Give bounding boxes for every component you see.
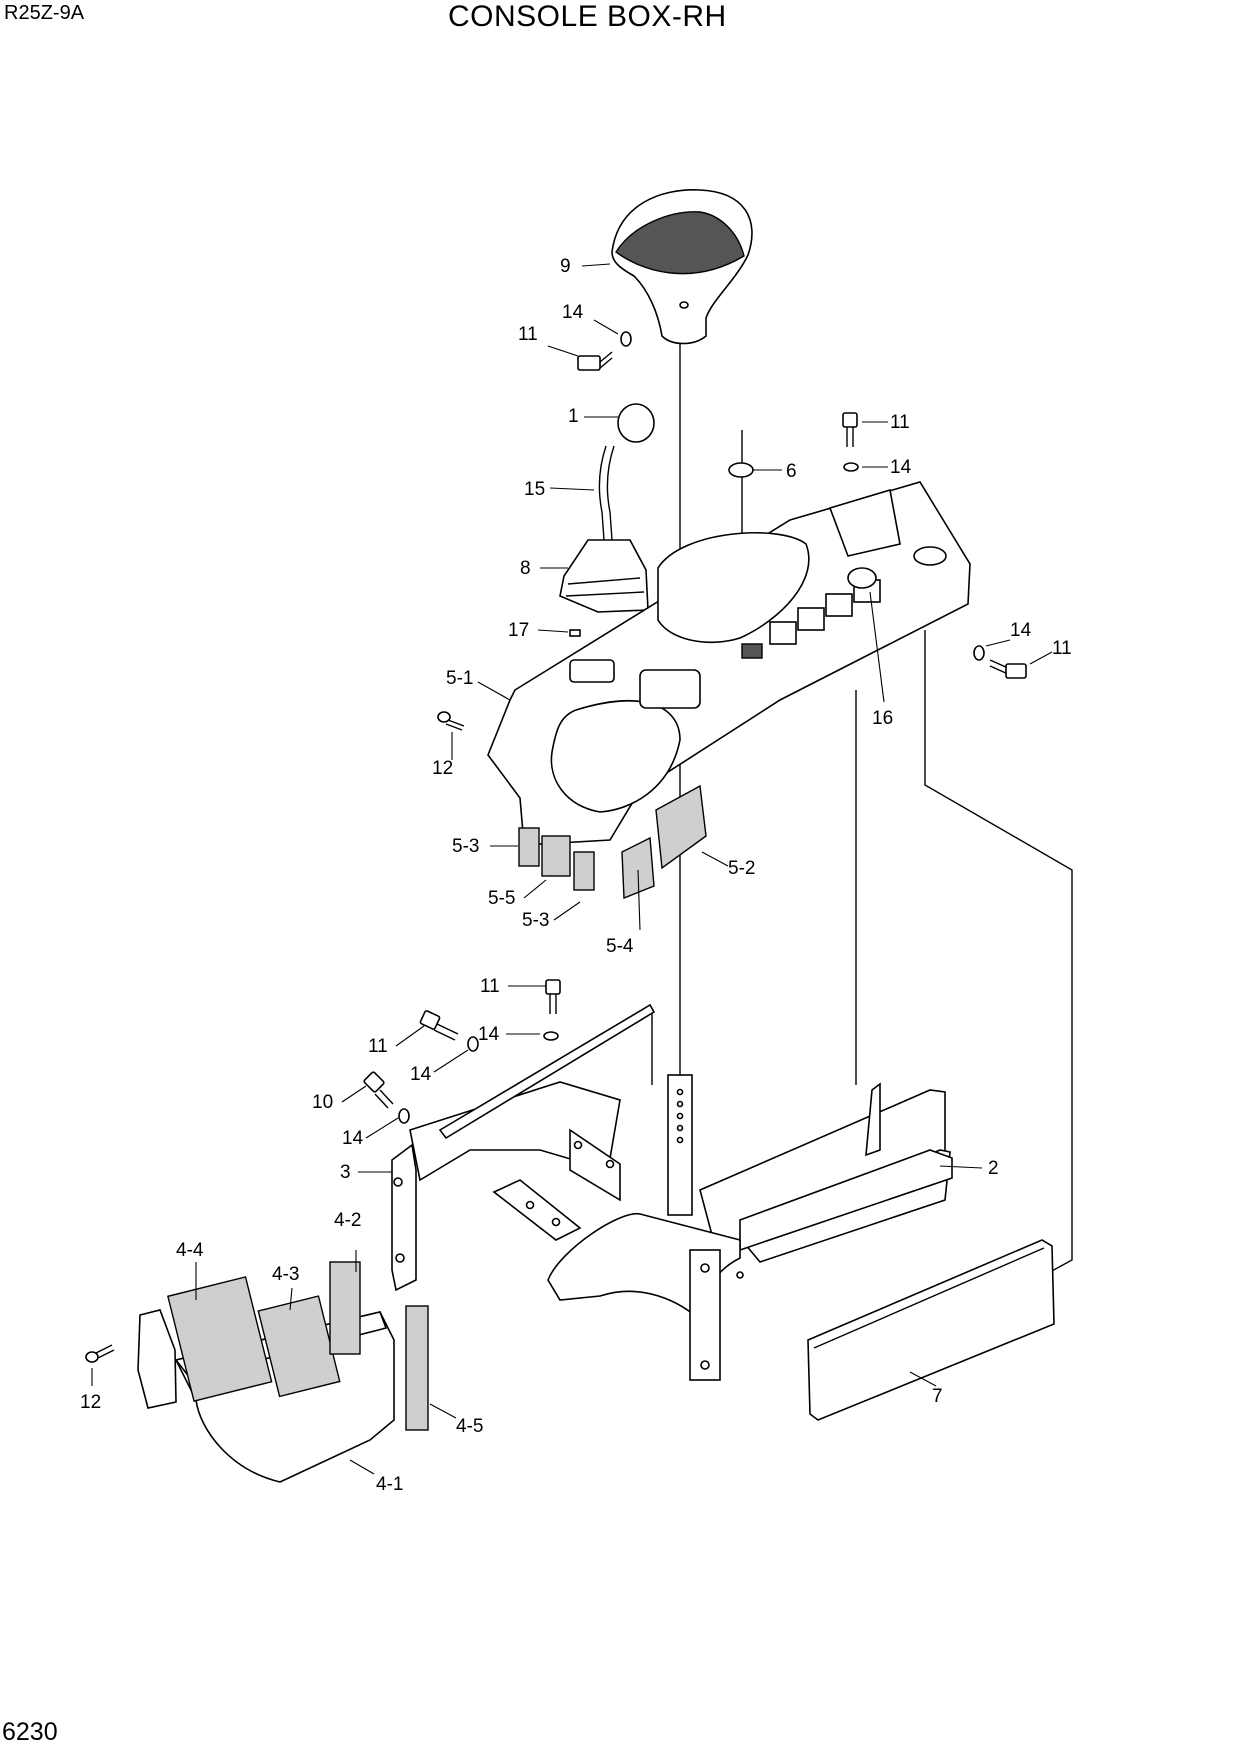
callout-4-4: 4-4 [176,1240,204,1261]
callout-5-3: 5-3 [522,910,549,931]
callout-5-5: 5-5 [488,888,515,909]
washer-14-e [467,1036,479,1052]
base-frame-part-2 [699,1082,953,1263]
knob-1 [617,403,655,443]
callout-6: 6 [786,461,797,482]
callout-4-5: 4-5 [456,1416,483,1437]
callout-11: 11 [890,412,910,433]
callout-3: 3 [340,1162,351,1183]
pad-4-2 [329,1261,361,1355]
cover-5-2 [655,784,707,870]
callout-14: 14 [342,1128,364,1149]
callout-14: 14 [478,1024,500,1045]
callout-11: 11 [480,976,500,997]
pad-4-3 [257,1295,341,1398]
callout-5-4: 5-4 [606,936,634,957]
callout-14: 14 [1010,620,1032,641]
screw-12-b [85,1344,115,1363]
callout-1: 1 [568,406,579,427]
rail-4-5 [405,1305,429,1431]
lever-15 [598,445,607,541]
bolt-11-b [842,412,858,447]
bolt-11-c [989,659,1027,679]
callout-5-2: 5-2 [728,858,755,879]
washer-14-f [398,1108,410,1124]
callout-14: 14 [890,457,912,478]
pin-17 [569,629,581,637]
plug-6 [728,462,754,478]
callout-5-3: 5-3 [452,836,479,857]
cover-5-3-b [573,851,595,891]
console-top-part-5-1 [487,481,971,846]
callout-4-1: 4-1 [376,1474,403,1495]
screw-12-a [437,711,465,731]
callout-12: 12 [80,1392,101,1413]
callout-11: 11 [518,324,538,345]
callout-4-3: 4-3 [272,1264,299,1285]
callout-14: 14 [562,302,584,323]
cover-5-5 [541,835,571,877]
callout-11: 11 [368,1036,388,1057]
callout-5-1: 5-1 [446,668,473,689]
callout-9: 9 [560,256,571,277]
callout-14: 14 [410,1064,432,1085]
callout-4-2: 4-2 [334,1210,361,1231]
bolt-10 [363,1071,394,1109]
hardware [85,331,1027,1363]
washer-14-b [843,462,859,472]
washer-14-a [620,331,632,347]
page-number: 6230 [2,1718,58,1746]
washer-14-c [973,645,985,661]
lever-assembly [559,403,655,613]
callout-10: 10 [312,1092,333,1113]
model-number: R25Z-9A [4,2,85,24]
seat-bracket [547,1213,744,1381]
cover-5-3-a [518,827,540,867]
lower-box-part-4-1 [137,1261,429,1483]
washer-14-d [543,1031,559,1041]
mount-post [667,1074,693,1216]
callout-17: 17 [508,620,529,641]
callout-2: 2 [988,1158,999,1179]
callout-labels: 9 14 11 1 11 14 6 15 8 17 14 11 5-1 16 1… [80,256,1072,1495]
callout-15: 15 [524,479,545,500]
cover-5-4 [621,836,655,900]
callout-8: 8 [520,558,531,579]
callout-11: 11 [1052,638,1072,659]
callout-7: 7 [932,1386,943,1407]
switch-covers [518,784,707,900]
bolt-11-e [419,1010,459,1041]
key-switch-16 [847,567,877,589]
grip-knob-part-9 [611,189,753,345]
callout-12: 12 [432,758,453,779]
pad-4-4 [167,1276,273,1402]
bracket-part-3 [391,1003,656,1292]
boot-8 [559,539,649,613]
callout-leaders [91,263,1053,1475]
bolt-11-d [545,979,561,1014]
bolt-11-a [577,351,613,371]
callout-16: 16 [872,708,893,729]
cover-plate-part-7 [807,1239,1055,1421]
page-title: CONSOLE BOX-RH [448,0,727,33]
